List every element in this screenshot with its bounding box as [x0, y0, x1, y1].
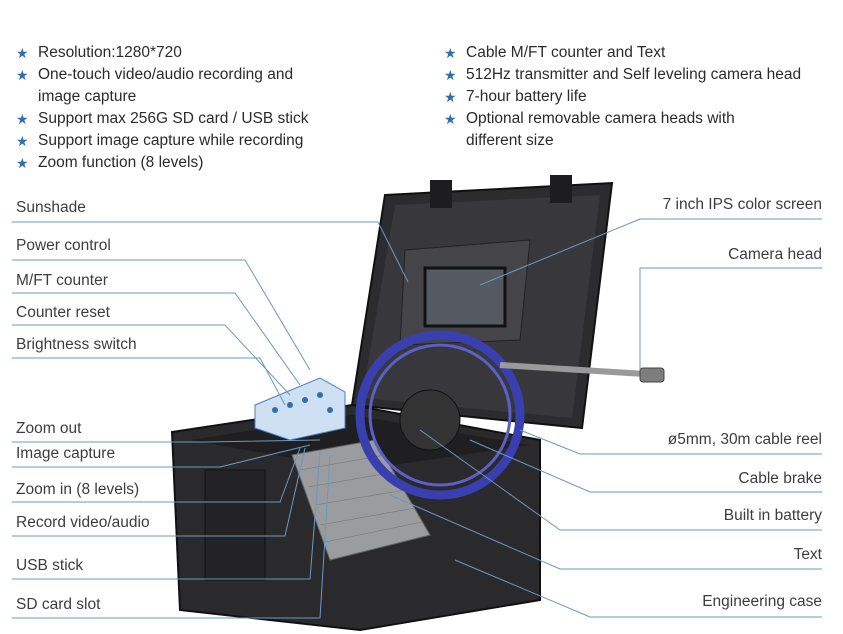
label-screen: 7 inch IPS color screen: [662, 196, 822, 213]
latch: [550, 175, 572, 203]
feature-item: ★ Support image capture while recording: [16, 130, 336, 152]
reel-hub: [399, 389, 461, 451]
label-record: Record video/audio: [16, 514, 150, 531]
star-icon: ★: [16, 67, 29, 83]
feature-item: ★ Optional removable camera heads with di…: [444, 108, 843, 152]
star-icon: ★: [444, 111, 457, 127]
feature-text: One-touch video/audio recording and imag…: [38, 66, 294, 105]
label-zoom-out: Zoom out: [16, 420, 82, 437]
features-right: ★ Cable M/FT counter and Text ★ 512Hz tran…: [444, 42, 843, 152]
feature-item: ★ Zoom function (8 levels): [16, 152, 336, 174]
feature-text: Cable M/FT counter and Text: [466, 44, 666, 61]
feature-item: ★ Support max 256G SD card / USB stick: [16, 108, 336, 130]
label-power-control: Power control: [16, 237, 111, 254]
control-buttons: [272, 392, 333, 413]
feature-text: Optional removable camera heads with dif…: [466, 110, 735, 149]
label-counter-reset: Counter reset: [16, 304, 110, 321]
label-cable-reel: ø5mm, 30m cable reel: [667, 431, 822, 448]
label-brightness-switch: Brightness switch: [16, 336, 137, 353]
feature-item: ★ Cable M/FT counter and Text: [444, 42, 843, 64]
star-icon: ★: [444, 89, 457, 105]
screen: [423, 266, 507, 328]
label-engineering-case: Engineering case: [702, 593, 822, 610]
star-icon: ★: [444, 45, 457, 61]
feature-item: ★ 512Hz transmitter and Self leveling cam…: [444, 64, 843, 86]
feature-text: Zoom function (8 levels): [38, 154, 204, 171]
star-icon: ★: [16, 45, 29, 61]
label-sunshade: Sunshade: [16, 199, 86, 216]
star-icon: ★: [444, 67, 457, 83]
case-compartment: [204, 469, 266, 581]
leader-lines: [12, 218, 822, 619]
star-icon: ★: [16, 111, 29, 127]
camera-rod: [499, 362, 646, 377]
label-cable-brake: Cable brake: [738, 470, 822, 487]
label-zoom-in: Zoom in (8 levels): [16, 481, 140, 498]
feature-text: Resolution:1280*720: [38, 44, 182, 61]
label-text: Text: [793, 546, 822, 563]
label-sd-card-slot: SD card slot: [16, 596, 101, 613]
star-icon: ★: [16, 155, 29, 171]
feature-text: 512Hz transmitter and Self leveling came…: [466, 66, 802, 83]
cable-reel: [355, 330, 525, 500]
feature-text: Support max 256G SD card / USB stick: [38, 110, 309, 127]
latch: [430, 180, 452, 208]
feature-text: Support image capture while recording: [38, 132, 304, 149]
label-usb-stick: USB stick: [16, 557, 84, 574]
label-mft-counter: M/FT counter: [16, 272, 108, 289]
feature-item: ★ Resolution:1280*720: [16, 42, 336, 64]
camera-head: [639, 367, 665, 383]
feature-text: 7-hour battery life: [466, 88, 587, 105]
label-image-capture: Image capture: [16, 445, 116, 462]
feature-item: ★ 7-hour battery life: [444, 86, 843, 108]
feature-item: ★ One-touch video/audio recording and ima…: [16, 64, 336, 108]
features-left: ★ Resolution:1280*720 ★ One-touch video/au…: [16, 42, 336, 174]
label-camera-head: Camera head: [728, 246, 822, 263]
label-battery: Built in battery: [723, 507, 822, 524]
keyboard: [291, 439, 431, 561]
cable-reel-inner: [368, 343, 512, 487]
star-icon: ★: [16, 133, 29, 149]
